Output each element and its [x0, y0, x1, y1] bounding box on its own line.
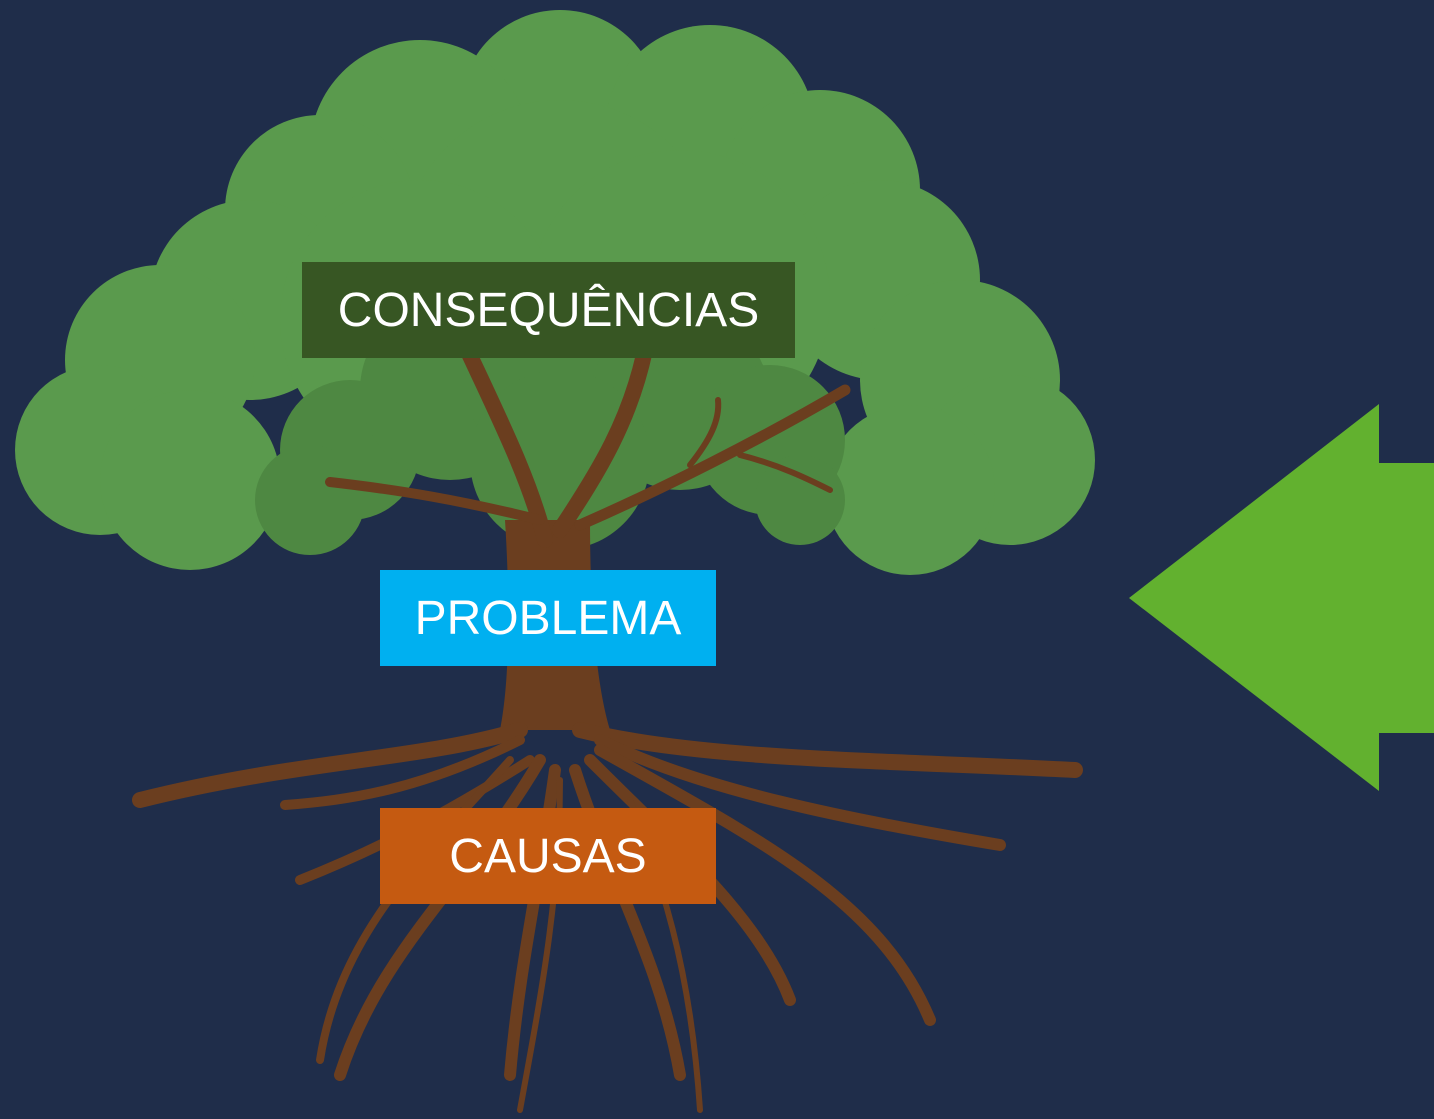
tree-branches [325, 337, 851, 548]
consequences-label: CONSEQUÊNCIAS [302, 262, 795, 358]
causes-label: CAUSAS [380, 808, 716, 904]
edge-glyph: ) [0, 676, 16, 736]
tree-roots [132, 722, 1083, 1113]
left-arrow-icon [1129, 404, 1434, 791]
problem-label: PROBLEMA [380, 570, 716, 666]
